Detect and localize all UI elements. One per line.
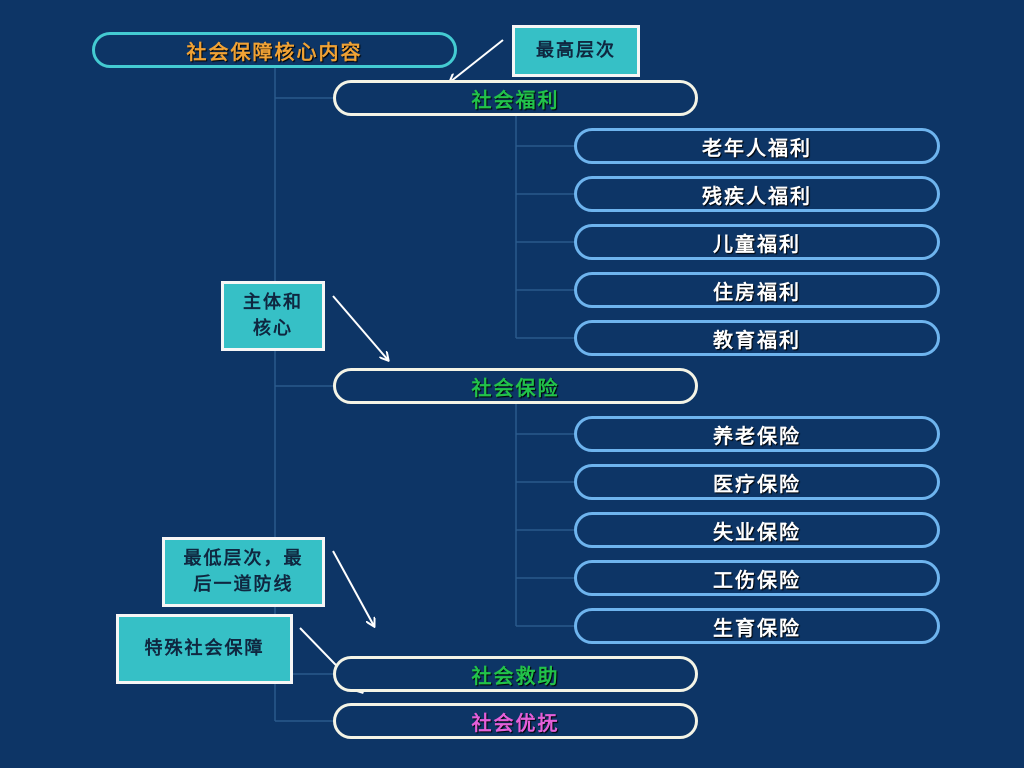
leaf-label: 生育保险	[713, 615, 801, 640]
category-special-care: 社会优抚	[333, 703, 698, 739]
leaf-work-injury-insurance: 工伤保险	[574, 560, 940, 596]
arrow-highest-level	[450, 39, 504, 82]
note-special-security: 特殊社会保障	[116, 614, 293, 684]
arrow-lowest-level	[332, 550, 374, 626]
note-lowest-level: 最低层次，最 后一道防线	[162, 537, 325, 607]
leaf-pension-insurance: 养老保险	[574, 416, 940, 452]
category-label: 社会福利	[471, 87, 560, 112]
leaf-label: 残疾人福利	[702, 183, 812, 208]
category-social-insurance: 社会保险	[333, 368, 698, 404]
note-highest-level: 最高层次	[512, 25, 640, 77]
category-label: 社会救助	[471, 663, 560, 688]
leaf-disability-welfare: 残疾人福利	[574, 176, 940, 212]
note-main-core: 主体和 核心	[221, 281, 325, 351]
leaf-label: 养老保险	[713, 423, 801, 448]
category-social-welfare: 社会福利	[333, 80, 698, 116]
leaf-label: 老年人福利	[702, 135, 812, 160]
category-label: 社会保险	[471, 375, 560, 400]
leaf-education-welfare: 教育福利	[574, 320, 940, 356]
leaf-label: 住房福利	[713, 279, 801, 304]
leaf-label: 儿童福利	[713, 231, 801, 256]
leaf-label: 医疗保险	[713, 471, 801, 496]
leaf-elderly-welfare: 老年人福利	[574, 128, 940, 164]
category-label: 社会优抚	[471, 710, 560, 735]
root-node: 社会保障核心内容	[92, 32, 457, 68]
leaf-label: 教育福利	[713, 327, 801, 352]
leaf-unemployment-insurance: 失业保险	[574, 512, 940, 548]
leaf-label: 工伤保险	[713, 567, 801, 592]
leaf-medical-insurance: 医疗保险	[574, 464, 940, 500]
leaf-housing-welfare: 住房福利	[574, 272, 940, 308]
root-label: 社会保障核心内容	[186, 39, 363, 64]
leaf-child-welfare: 儿童福利	[574, 224, 940, 260]
category-social-assistance: 社会救助	[333, 656, 698, 692]
leaf-maternity-insurance: 生育保险	[574, 608, 940, 644]
leaf-label: 失业保险	[713, 519, 801, 544]
arrow-core	[332, 295, 388, 360]
